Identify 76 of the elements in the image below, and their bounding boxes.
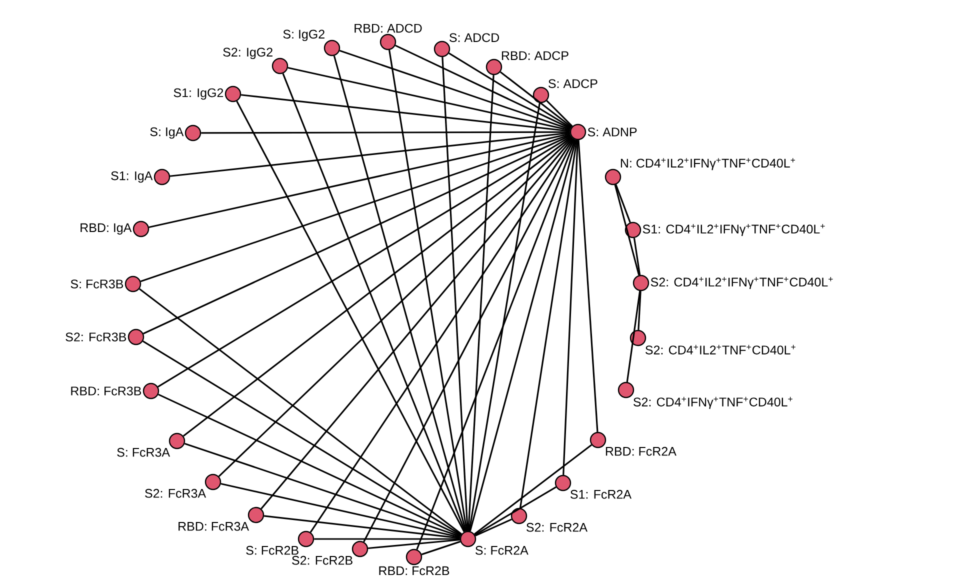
node-label: S2: CD4$^{+}$IFNγ$^{+}$TNF$^{+}$CD40L$^{+}$ bbox=[634, 396, 792, 409]
edge-line bbox=[140, 134, 571, 282]
node-label: S2: FcR3A bbox=[145, 488, 206, 498]
node-label: RBD: FcR2A bbox=[606, 446, 676, 456]
node-label: RBD: ADCP bbox=[502, 51, 568, 60]
edge-line bbox=[562, 140, 578, 475]
edge-line bbox=[201, 131, 570, 134]
node-label: S1: CD4$^{+}$IL2$^{+}$IFNγ$^{+}$TNF$^{+}$CD40L$^{+}$ bbox=[642, 224, 825, 236]
edge-line bbox=[220, 482, 460, 538]
edge-line bbox=[475, 518, 512, 536]
edge-line bbox=[633, 238, 641, 276]
node-label: S2: FcR2A bbox=[526, 522, 588, 532]
edge-line bbox=[615, 184, 631, 223]
edge-line bbox=[474, 444, 592, 535]
edge-line bbox=[148, 132, 570, 228]
edge-line bbox=[614, 184, 640, 276]
node-label: RBD: FcR3A bbox=[178, 522, 250, 531]
edge-line bbox=[282, 73, 466, 532]
node-label: S: FcR3A bbox=[117, 448, 170, 457]
edge-line bbox=[394, 44, 572, 130]
edge-line bbox=[143, 134, 571, 334]
edge-line bbox=[363, 138, 575, 542]
edge-line bbox=[142, 340, 462, 536]
node-label: S2: FcR3B bbox=[66, 332, 126, 342]
edge-line bbox=[333, 56, 467, 532]
edge-line bbox=[388, 50, 468, 532]
edge-line bbox=[339, 50, 571, 130]
node-label: S2: FcR2B bbox=[292, 556, 352, 565]
edge-line bbox=[158, 136, 572, 388]
edge-line bbox=[448, 52, 572, 128]
node-label: S: IgA bbox=[150, 127, 184, 139]
edge-line bbox=[310, 138, 574, 533]
edge-line bbox=[500, 71, 572, 128]
edge-line bbox=[184, 442, 461, 538]
edge-line bbox=[288, 66, 570, 132]
node-label: S: FcR2B bbox=[246, 546, 298, 555]
node-label: S2: CD4$^{+}$IL2$^{+}$TNF$^{+}$CD40L$^{+}$ bbox=[646, 344, 796, 354]
node-label: S1: IgA bbox=[111, 171, 153, 183]
node-label: RBD: FcR3B bbox=[71, 386, 142, 396]
edge-line bbox=[626, 290, 641, 382]
edge-line bbox=[138, 288, 462, 535]
node-label: S: IgG2 bbox=[283, 30, 324, 42]
node-label: RBD: FcR2B bbox=[379, 566, 450, 576]
edge-line bbox=[368, 538, 460, 550]
node-label: S: FcR2A bbox=[476, 546, 528, 555]
edge-line bbox=[546, 100, 573, 127]
node-label: S: ADCP bbox=[548, 79, 598, 88]
edge-line bbox=[182, 136, 572, 437]
edge-line bbox=[264, 515, 460, 539]
node-label: S1: FcR2A bbox=[570, 490, 632, 499]
edge-line bbox=[468, 75, 494, 531]
edge-line bbox=[578, 140, 598, 432]
edge-line bbox=[158, 394, 461, 536]
edge-line bbox=[468, 102, 540, 532]
node-label: S2: IgG2 bbox=[223, 48, 272, 60]
edge-line bbox=[442, 57, 468, 531]
node-label: S2: CD4$^{+}$IL2$^{+}$IFNγ$^{+}$TNF$^{+}$CD40L$^{+}$ bbox=[650, 277, 833, 289]
edge-line bbox=[474, 486, 556, 536]
node-label: S: FcR3B bbox=[70, 280, 124, 288]
edge-line bbox=[170, 132, 570, 177]
edge-line bbox=[638, 291, 642, 330]
node-label: S1: IgG2 bbox=[174, 88, 224, 100]
edge-line bbox=[314, 538, 460, 540]
node-label: RBD: ADCD bbox=[354, 24, 422, 33]
edge-line bbox=[236, 100, 465, 532]
edge-line bbox=[421, 540, 461, 556]
edge-line bbox=[240, 94, 570, 132]
node-label: S: ADNP bbox=[588, 128, 637, 136]
node-label: S: ADCD bbox=[450, 33, 500, 42]
node-label: N: CD4$^{+}$IL2$^{+}$IFNγ$^{+}$TNF$^{+}$CD40L$^{+}$ bbox=[620, 158, 795, 170]
edge-line bbox=[519, 140, 578, 508]
edge-line bbox=[469, 140, 577, 532]
edge-line bbox=[416, 139, 576, 550]
edge-line bbox=[218, 137, 573, 477]
edge-line bbox=[260, 138, 574, 510]
node-label: RBD: IgA bbox=[80, 223, 132, 235]
